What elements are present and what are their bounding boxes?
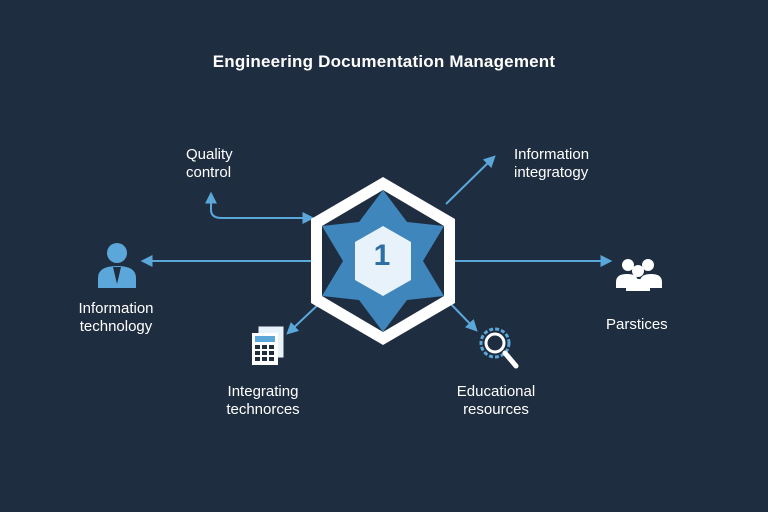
connector-educational-resources [446, 299, 478, 332]
connector-quality-control [210, 196, 315, 224]
central-hub [311, 177, 455, 345]
label-information-integratogy: Information integratogy [514, 146, 590, 181]
connector-integrating-technorces [286, 301, 322, 335]
connectors [140, 155, 613, 335]
label-integrating-technorces: Integrating technorces [226, 383, 300, 418]
magnifier-gear-icon [479, 327, 519, 369]
group-icon [616, 259, 662, 291]
hub-number: 1 [373, 239, 391, 272]
label-information-technology: Information technology [78, 300, 154, 335]
person-icon [98, 243, 136, 288]
connector-information-integratogy [445, 155, 496, 205]
document-calculator-icon [252, 325, 285, 365]
label-quality-control: Quality control [186, 146, 233, 181]
hub-center-plate [355, 226, 411, 296]
label-educational-resources: Educational resources [456, 383, 536, 418]
label-parstices: Parstices [606, 316, 668, 333]
diagram-title: Engineering Documentation Management [212, 52, 556, 71]
